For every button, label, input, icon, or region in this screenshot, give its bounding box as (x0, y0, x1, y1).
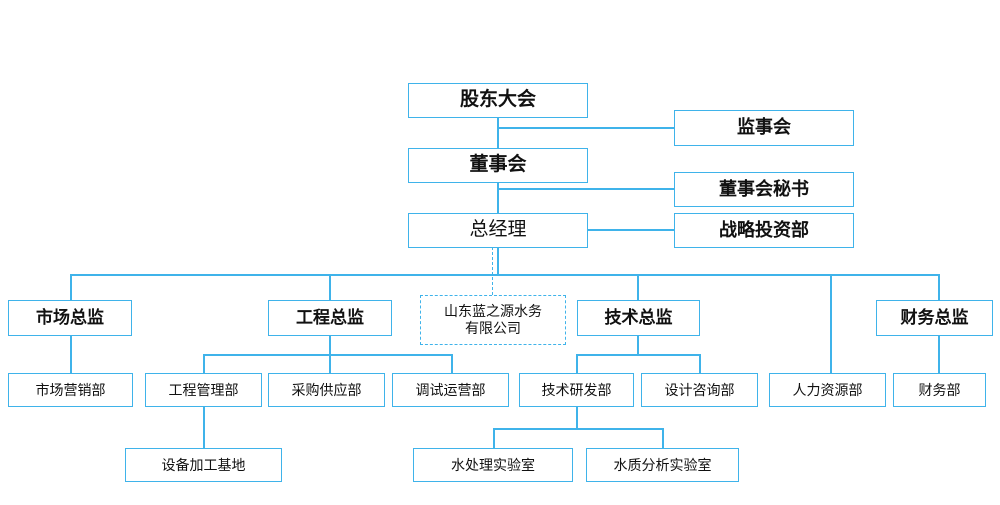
connector-bus-to-finance-director (938, 274, 940, 300)
node-finance-director[interactable]: 财务总监 (876, 300, 993, 336)
connector-bus-to-engineering-director (329, 274, 331, 300)
connector-to-engineering-mgmt (203, 354, 205, 373)
connector-gm-to-bus (497, 247, 499, 275)
connector-engineering-sub-bus (203, 354, 451, 356)
node-engineering-mgmt-dept[interactable]: 工程管理部 (145, 373, 262, 407)
node-technical-director[interactable]: 技术总监 (577, 300, 700, 336)
connector-to-procurement (329, 354, 331, 373)
node-commissioning-ops-dept[interactable]: 调试运营部 (392, 373, 509, 407)
connector-gm-to-strategic-investment (588, 229, 674, 231)
connector-engineering-mgmt-to-equipment-base (203, 407, 205, 448)
node-procurement-supply-dept[interactable]: 采购供应部 (268, 373, 385, 407)
node-engineering-director[interactable]: 工程总监 (268, 300, 392, 336)
connector-engineering-director-drop (329, 336, 331, 355)
connector-to-commissioning (451, 354, 453, 373)
node-market-director[interactable]: 市场总监 (8, 300, 132, 336)
node-supervisory-board[interactable]: 监事会 (674, 110, 854, 146)
connector-shareholders-to-board (497, 117, 499, 148)
connector-gm-to-company-dashed (492, 247, 493, 295)
node-general-manager[interactable]: 总经理 (408, 213, 588, 248)
node-design-consulting-dept[interactable]: 设计咨询部 (641, 373, 758, 407)
company-name-line-2: 有限公司 (465, 320, 521, 336)
connector-bus-to-technical-director (637, 274, 639, 300)
node-hr-dept[interactable]: 人力资源部 (769, 373, 886, 407)
connector-to-water-quality-lab (662, 428, 664, 448)
connector-board-to-gm (497, 182, 499, 213)
connector-technical-director-drop (637, 336, 639, 355)
connector-to-design-consulting (699, 354, 701, 373)
connector-to-tech-rd (576, 354, 578, 373)
connector-shareholders-to-supervisory (497, 127, 674, 129)
node-market-sales-dept[interactable]: 市场营销部 (8, 373, 133, 407)
connector-market-director-to-sales (70, 336, 72, 373)
company-name-line-1: 山东蓝之源水务 (444, 303, 542, 320)
node-shareholders-meeting[interactable]: 股东大会 (408, 83, 588, 118)
node-board-secretary[interactable]: 董事会秘书 (674, 172, 854, 207)
connector-lab-bus (493, 428, 663, 430)
node-finance-dept[interactable]: 财务部 (893, 373, 986, 407)
connector-director-bus (70, 274, 940, 276)
connector-bus-to-hr-dept (830, 274, 832, 373)
node-tech-rd-dept[interactable]: 技术研发部 (519, 373, 634, 407)
node-water-quality-lab[interactable]: 水质分析实验室 (586, 448, 739, 482)
connector-to-water-treatment-lab (493, 428, 495, 448)
connector-finance-director-to-finance-dept (938, 336, 940, 373)
connector-board-to-secretary (497, 188, 674, 190)
node-strategic-investment-dept[interactable]: 战略投资部 (674, 213, 854, 248)
connector-tech-rd-drop (576, 407, 578, 429)
connector-bus-to-market-director (70, 274, 72, 300)
node-equipment-base[interactable]: 设备加工基地 (125, 448, 282, 482)
node-water-treatment-lab[interactable]: 水处理实验室 (413, 448, 573, 482)
node-company-name: 山东蓝之源水务 有限公司 (420, 295, 566, 345)
node-board-of-directors[interactable]: 董事会 (408, 148, 588, 183)
connector-technical-sub-bus (576, 354, 700, 356)
